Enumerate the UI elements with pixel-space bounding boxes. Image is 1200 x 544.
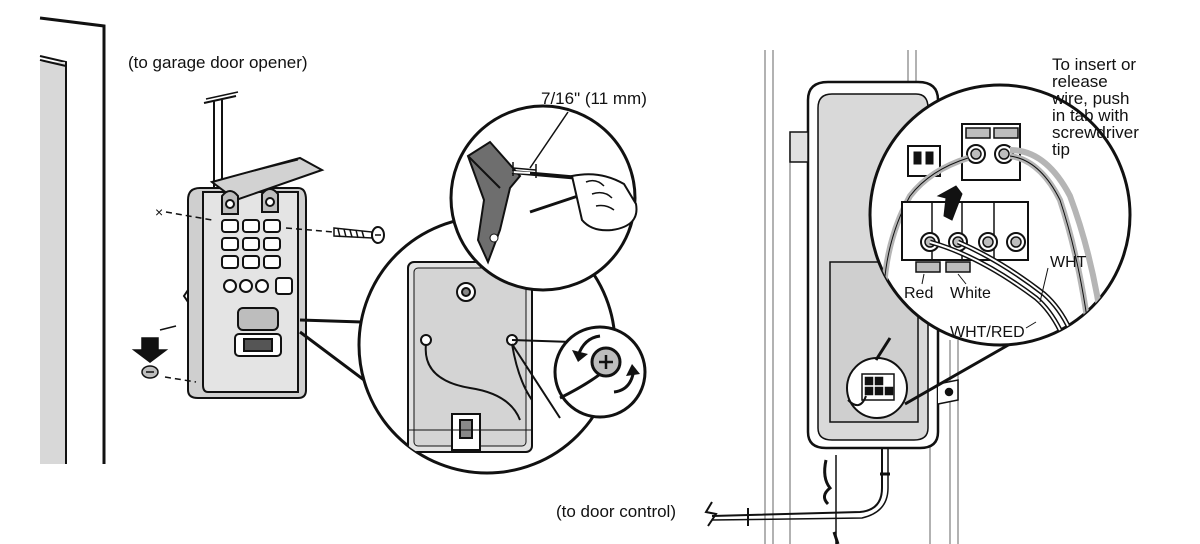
insert-release-line-1: To insert or: [1052, 55, 1137, 74]
insert-release-line-3: wire, push: [1052, 89, 1130, 108]
door-frame: [39, 16, 106, 464]
label-strip-length: 7/16" (11 mm): [541, 89, 647, 108]
zoom-leader-1: [299, 318, 373, 388]
label-red: Red: [904, 285, 934, 302]
insert-release-line-2: release: [1052, 72, 1108, 91]
insert-release-line-5: screwdriver: [1052, 123, 1139, 142]
label-wht-red: WHT/RED: [950, 324, 1025, 341]
svg-text:×: ×: [155, 204, 163, 220]
bottom-screw: [131, 325, 197, 383]
opener-wire: [203, 91, 239, 190]
label-to-door-control: (to door control): [556, 502, 676, 521]
insert-release-line-6: tip: [1052, 140, 1070, 159]
door-control-wire: [704, 448, 890, 544]
mounting-screw: ×: [155, 204, 385, 244]
label-white: White: [950, 285, 991, 302]
wall-control-unit: [182, 156, 325, 399]
label-wht: WHT: [1050, 254, 1087, 271]
insert-release-line-4: in tab with: [1052, 106, 1129, 125]
zoom-circle-strip: [449, 104, 638, 292]
zoom-circle-screw: [511, 325, 647, 419]
zoom-leader-2: [874, 337, 1011, 406]
label-to-opener: (to garage door opener): [128, 53, 308, 72]
label-insert-release: To insert or release wire, push in tab w…: [1052, 56, 1139, 158]
zoom-circle-terminals: [868, 83, 1132, 347]
